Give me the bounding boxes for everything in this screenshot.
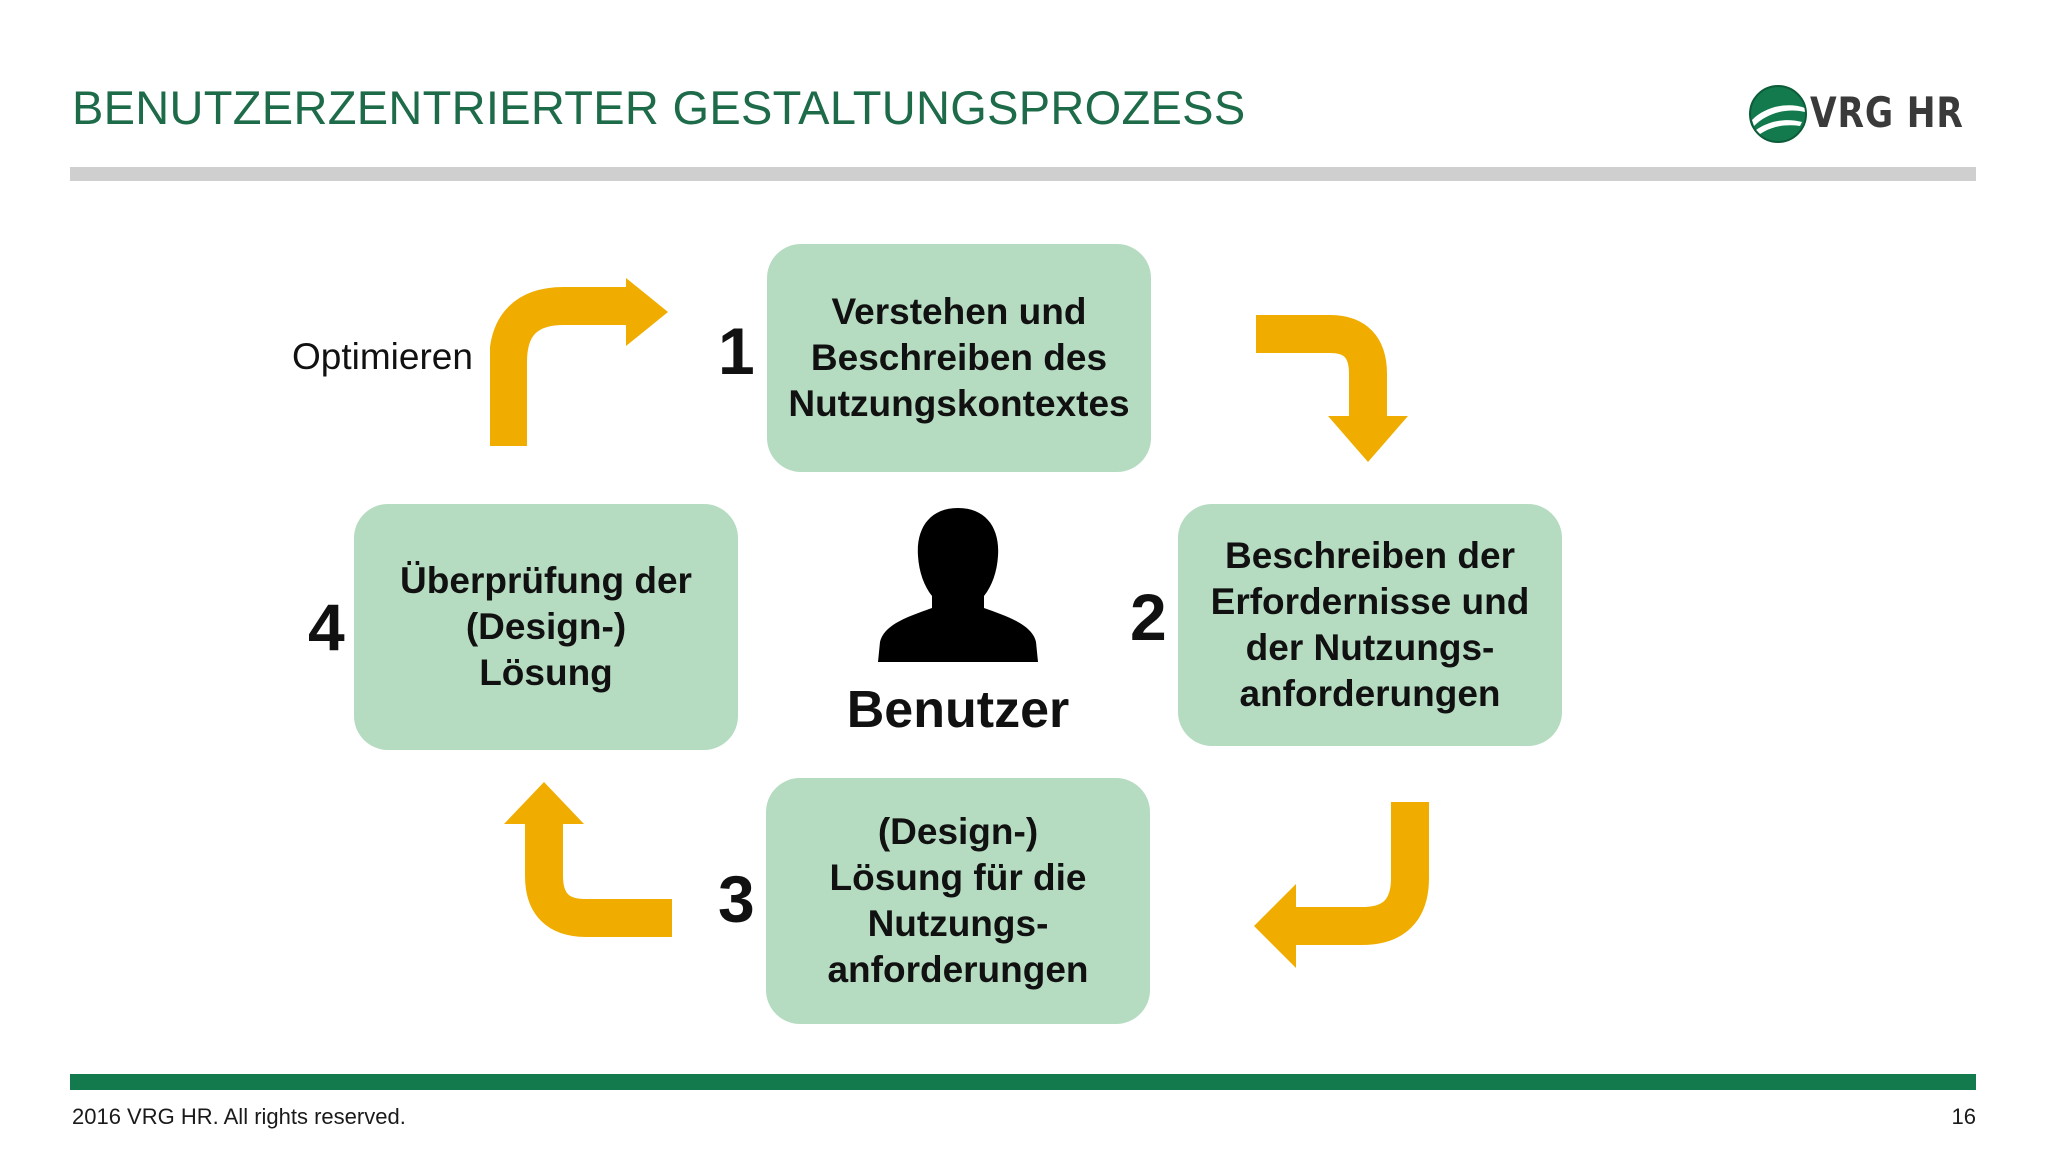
slide-title: BENUTZERZENTRIERTER GESTALTUNGSPROZESS	[72, 81, 1246, 134]
step-1-number: 1	[718, 314, 755, 388]
footer-copyright: 2016 VRG HR. All rights reserved.	[72, 1104, 406, 1129]
footer-divider	[70, 1074, 1976, 1090]
step-4-number: 4	[308, 590, 345, 664]
step-3-text: (Design-) Lösung für die Nutzungs- anfor…	[827, 811, 1089, 990]
page-number: 16	[1951, 1104, 1976, 1129]
vrg-hr-logo: VRG HR	[1748, 82, 1963, 146]
arrow-step2-to-step3-icon	[1254, 802, 1429, 968]
center-user-label: Benutzer	[846, 681, 1070, 739]
step-3-number: 3	[718, 862, 755, 936]
header-divider	[70, 167, 1976, 181]
optimize-label: Optimieren	[292, 336, 473, 377]
logo-text: VRG HR	[1810, 88, 1964, 137]
arrow-step1-to-step2-icon	[1256, 315, 1408, 462]
step-3-box: (Design-) Lösung für die Nutzungs- anfor…	[766, 778, 1150, 1024]
step-2-number: 2	[1130, 580, 1167, 654]
user-silhouette-icon	[878, 508, 1038, 662]
step-4-text: Überprüfung der (Design-) Lösung	[400, 560, 692, 693]
step-1-box: Verstehen und Beschreiben des Nutzungsko…	[767, 244, 1151, 472]
arrow-step3-to-step4-icon	[504, 782, 672, 937]
step-2-box: Beschreiben der Erfordernisse und der Nu…	[1178, 504, 1562, 746]
step-2-text: Beschreiben der Erfordernisse und der Nu…	[1210, 535, 1530, 714]
globe-logo-icon	[1749, 85, 1807, 143]
step-1-text: Verstehen und Beschreiben des Nutzungsko…	[788, 291, 1130, 424]
step-4-box: Überprüfung der (Design-) Lösung	[354, 504, 738, 750]
arrow-optimize-icon	[490, 278, 668, 446]
